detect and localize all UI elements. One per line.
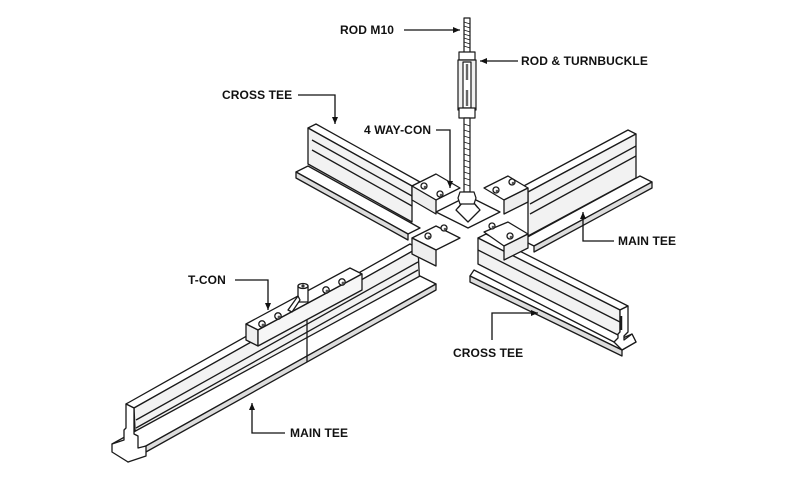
leader-lines bbox=[235, 27, 614, 434]
cross-tee-lower-right bbox=[469, 233, 637, 357]
leader-four-way-con bbox=[436, 129, 453, 188]
label-cross-tee-top: CROSS TEE bbox=[222, 88, 293, 102]
label-rod-turnbuckle: ROD & TURNBUCKLE bbox=[521, 54, 648, 68]
leader-cross-tee-bottom bbox=[491, 310, 538, 340]
leader-main-tee-bottom bbox=[249, 403, 285, 434]
label-main-tee-bottom: MAIN TEE bbox=[290, 426, 349, 440]
leader-main-tee-right bbox=[580, 212, 614, 242]
main-tee-upper-right bbox=[519, 129, 653, 253]
main-tee-lower-left bbox=[111, 243, 437, 463]
label-four-way-con: 4 WAY-CON bbox=[364, 123, 432, 137]
four-way-connector bbox=[411, 173, 529, 267]
leader-t-con bbox=[235, 279, 271, 310]
t-connector bbox=[245, 267, 363, 347]
label-cross-tee-bottom: CROSS TEE bbox=[453, 346, 524, 360]
hanger-rod-assembly bbox=[457, 17, 477, 205]
label-main-tee-right: MAIN TEE bbox=[618, 234, 677, 248]
leader-cross-tee-top bbox=[298, 94, 338, 124]
label-t-con: T-CON bbox=[188, 273, 226, 287]
cross-tee-upper-left bbox=[295, 123, 421, 241]
label-rod-m10: ROD M10 bbox=[340, 23, 395, 37]
